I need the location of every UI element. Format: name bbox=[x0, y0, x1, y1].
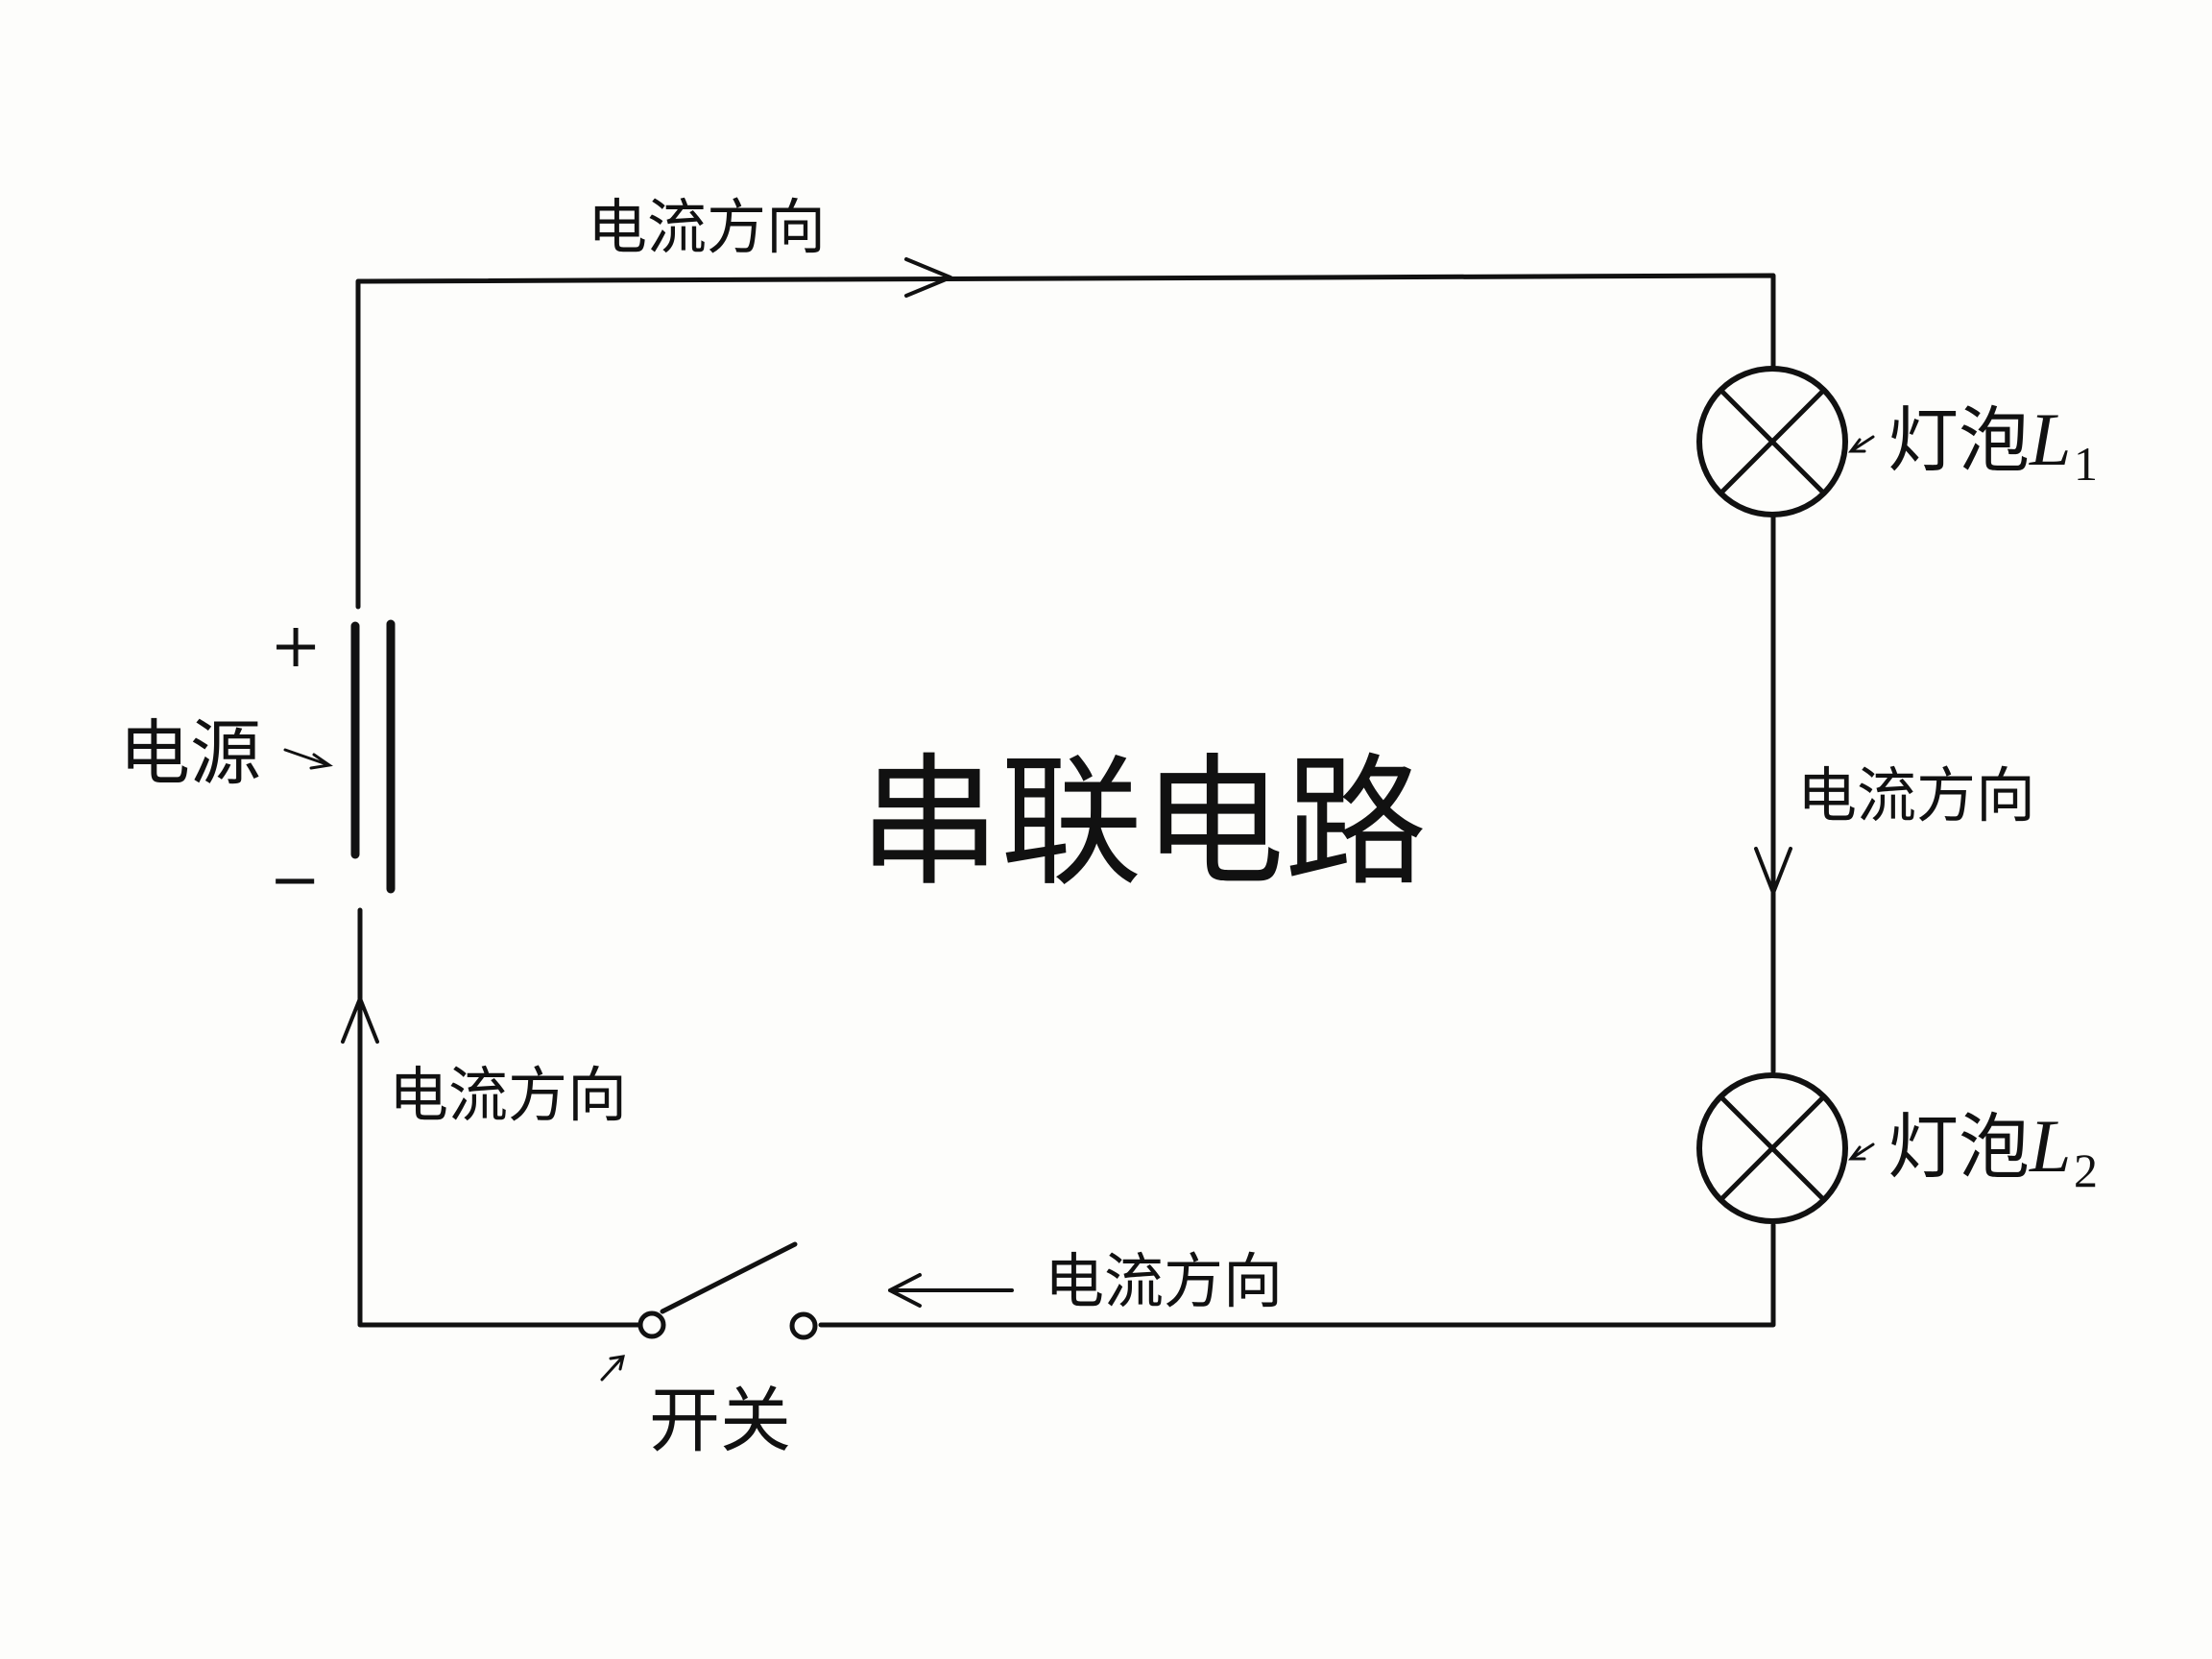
arrow-top-right-icon bbox=[904, 257, 952, 298]
current-label-bottom: 电流方向 bbox=[1045, 1246, 1283, 1316]
pointer-power-icon bbox=[283, 748, 333, 770]
wire-left-upper bbox=[355, 273, 1776, 610]
bulb-l2-subscript: 2 bbox=[2074, 1143, 2098, 1197]
diagram-title: 串联电路 bbox=[858, 740, 1427, 905]
bulb-l2-symbol bbox=[1696, 1072, 1848, 1224]
switch-symbol bbox=[637, 1241, 818, 1340]
current-label-right: 电流方向 bbox=[1797, 760, 2035, 830]
plus-sign: + bbox=[270, 611, 322, 682]
pointer-switch-icon bbox=[600, 1355, 625, 1382]
current-label-left: 电流方向 bbox=[389, 1060, 627, 1130]
bulb-l2-label: 灯泡 L 2 bbox=[1887, 1104, 2098, 1197]
minus-sign: − bbox=[269, 845, 321, 916]
bulb-l1-name: 灯泡 bbox=[1887, 399, 2030, 482]
arrow-bottom-left-icon bbox=[888, 1273, 1014, 1308]
arrow-left-up-icon bbox=[341, 997, 379, 1044]
bulb-l1-letter: L bbox=[2029, 397, 2071, 481]
switch-label: 开关 bbox=[649, 1380, 791, 1462]
bulb-l2-name: 灯泡 bbox=[1887, 1106, 2030, 1189]
bulb-l2-letter: L bbox=[2029, 1104, 2071, 1188]
arrow-right-down-icon bbox=[1754, 847, 1792, 895]
pointer-bulb2-icon bbox=[1848, 1142, 1875, 1161]
wire-bottom-right bbox=[818, 1222, 1776, 1328]
pointer-bulb1-icon bbox=[1848, 435, 1875, 453]
power-source-label: 电源 bbox=[119, 712, 261, 795]
bulb-l1-label: 灯泡 L 1 bbox=[1887, 397, 2098, 491]
bulb-l1-subscript: 1 bbox=[2074, 437, 2098, 491]
current-label-top: 电流方向 bbox=[588, 192, 826, 262]
bulb-l1-symbol bbox=[1696, 366, 1848, 517]
wire-bottom-left bbox=[357, 907, 643, 1328]
